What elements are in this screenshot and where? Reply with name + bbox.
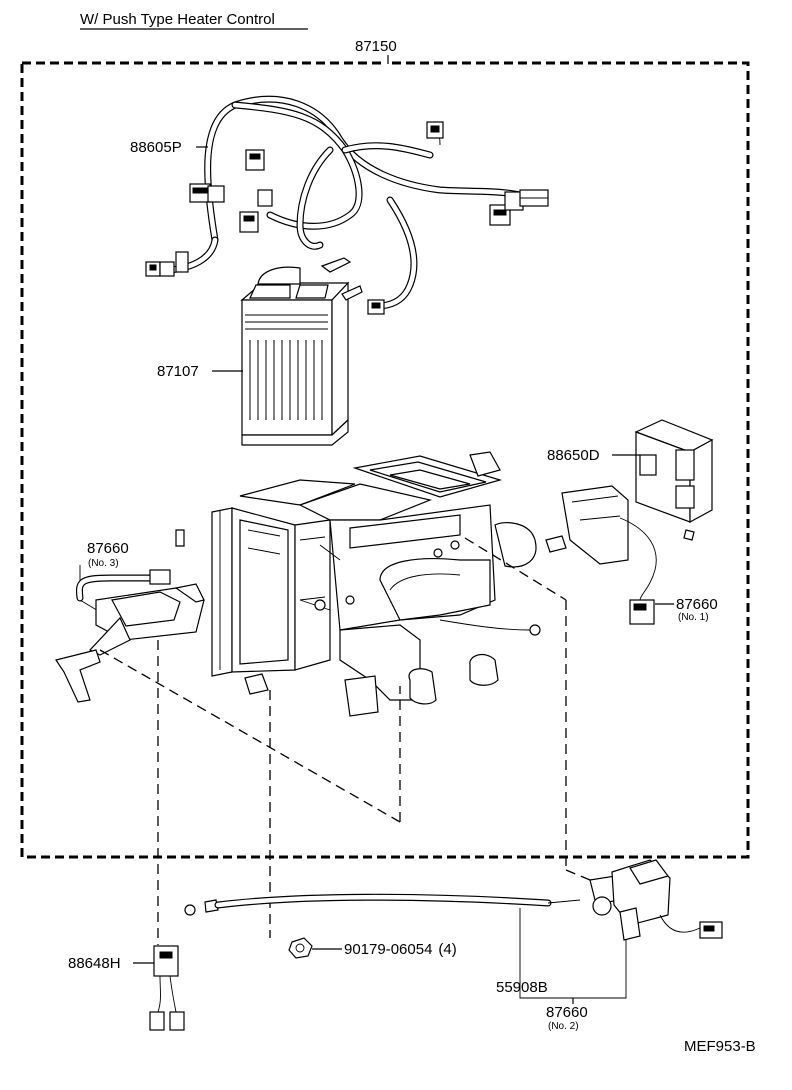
heater-unit-drawing (175, 451, 541, 717)
label-87660-no3-note: (No. 3) (88, 558, 119, 569)
control-cable-drawing (184, 893, 581, 985)
label-87660-no1-note: (No. 1) (678, 612, 709, 623)
label-88648H: 88648H (68, 955, 121, 972)
diagram-title: W/ Push Type Heater Control (80, 11, 308, 30)
label-87660-no1: 87660 (676, 596, 718, 613)
dashed-leaders (99, 537, 591, 945)
label-87150: 87150 (355, 38, 397, 55)
figure-code: MEF953-B (684, 1038, 756, 1055)
label-87107: 87107 (157, 363, 199, 380)
label-87660-no2-note: (No. 2) (548, 1021, 579, 1032)
heater-core-drawing (240, 257, 363, 446)
servo-no2-drawing (519, 859, 723, 999)
servo-no3-drawing (55, 565, 205, 703)
label-88605P: 88605P (130, 139, 182, 156)
nut-part-number: 90179-06054 (344, 941, 432, 958)
amplifier-drawing (545, 419, 714, 625)
nut-quantity: (4) (438, 941, 456, 958)
label-87660-no2: 87660 (546, 1004, 588, 1021)
label-87660-no3: 87660 (87, 540, 129, 557)
wire-harness-drawing (145, 95, 549, 315)
label-90179-06054: 90179-06054 (4) (344, 941, 457, 958)
label-88650D: 88650D (547, 447, 600, 464)
label-55908B: 55908B (496, 979, 548, 996)
nut-drawing (288, 937, 313, 959)
assembly-boundary (20, 61, 750, 859)
title-text: W/ Push Type Heater Control (80, 11, 275, 28)
connector-88648H-drawing (149, 945, 185, 1031)
